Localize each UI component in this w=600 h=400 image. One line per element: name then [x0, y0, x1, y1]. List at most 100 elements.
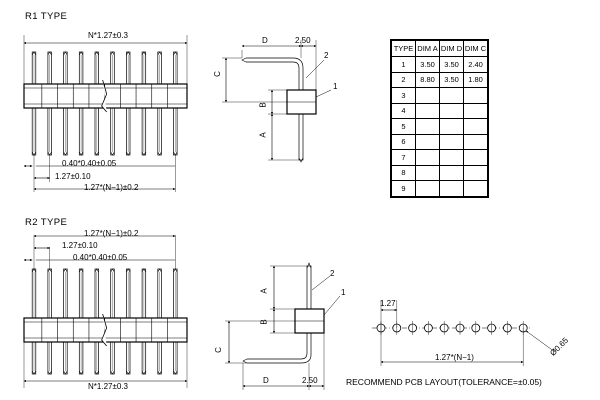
pin-tip	[110, 268, 115, 273]
r1-total-length-label: N*1.27±0.3	[88, 31, 128, 40]
pin-tip	[157, 51, 162, 56]
pin-tip	[47, 151, 52, 156]
r2-title: R2 TYPE	[25, 217, 68, 228]
table-row: 8	[391, 164, 488, 181]
table-cell	[439, 180, 464, 197]
table-cell	[463, 164, 488, 181]
table-cell	[463, 118, 488, 135]
table-cell: 2.40	[463, 56, 488, 73]
table-cell: 4	[391, 102, 416, 119]
table-cell	[415, 180, 440, 197]
table-cell	[415, 102, 440, 119]
table-cell: 8.80	[415, 71, 440, 88]
top-side-dim-250-label: 2.50	[295, 36, 311, 45]
pin-tip	[141, 268, 146, 273]
table-row: 9	[391, 180, 488, 197]
pin-tip	[31, 370, 37, 375]
top-side-dim-b-label: B	[258, 102, 268, 108]
pin-tip	[306, 262, 312, 269]
table-cell: 3	[391, 87, 416, 104]
table-cell: 9	[391, 180, 416, 197]
table-cell	[463, 133, 488, 150]
table-header-row: TYPE DIM A DIM D DIM C	[391, 40, 488, 57]
table-cell: 2	[391, 71, 416, 88]
pin-tip	[110, 151, 115, 156]
table-row: 3	[391, 87, 488, 104]
pin-tip	[63, 51, 68, 56]
pin-tip	[31, 51, 37, 56]
callout-leader-2	[305, 59, 325, 79]
pin-tip	[173, 151, 178, 156]
table-row: 5	[391, 118, 488, 135]
pin-tip	[141, 151, 146, 156]
pin-tip	[47, 370, 52, 375]
pin-tip	[63, 370, 68, 375]
r1-side-view	[222, 40, 332, 163]
top-side-dim-d-label: D	[262, 36, 268, 45]
r2-pitch-label: 1.27±0.10	[62, 241, 98, 250]
pcb-layout	[372, 300, 556, 366]
table-header: DIM A	[415, 40, 440, 57]
table-cell: 7	[391, 149, 416, 166]
table-cell	[439, 149, 464, 166]
pin-tip	[47, 51, 52, 56]
pin-tip	[157, 268, 162, 273]
pin-tip	[31, 268, 37, 273]
callout-leader-1	[315, 89, 332, 98]
table-cell: 3.50	[439, 71, 464, 88]
pin-tip	[79, 370, 84, 375]
r2-front-view	[23, 234, 188, 388]
pin-tip	[94, 51, 99, 56]
bottom-side-dim-b-label: B	[259, 319, 269, 325]
r1-pitch-label: 1.27±0.10	[55, 172, 91, 181]
pin-tip	[141, 370, 146, 375]
pcb-span-label: 1.27*(N−1)	[435, 353, 474, 362]
table-cell	[463, 87, 488, 104]
break-mark	[101, 79, 108, 113]
table-cell	[439, 133, 464, 150]
bottom-side-callout-2: 2	[330, 269, 335, 278]
pin-tip	[242, 358, 248, 364]
table-cell	[439, 87, 464, 104]
pcb-pitch-label: 1.27	[380, 299, 396, 308]
pin-tip	[47, 268, 52, 273]
r2-pin-size-label: 0.40*0.40±0.05	[73, 253, 128, 262]
pcb-caption: RECOMMEND PCB LAYOUT(TOLERANCE=±0.05)	[346, 377, 542, 387]
table-cell: 1	[391, 56, 416, 73]
table-cell: 1.80	[463, 71, 488, 88]
table-cell	[415, 164, 440, 181]
table-cell	[463, 102, 488, 119]
pin-tip	[94, 370, 99, 375]
table-row: 6	[391, 133, 488, 150]
table-row: 4	[391, 102, 488, 119]
r1-span-label: 1.27*(N−1)±0.2	[84, 183, 139, 192]
table-header: TYPE	[391, 40, 416, 57]
bottom-side-dim-250-label: 2.50	[302, 376, 318, 385]
pin-tip	[94, 151, 99, 156]
r2-span-label: 1.27*(N−1)±0.2	[84, 229, 139, 238]
callout-leader-1	[323, 295, 341, 316]
pin-tip	[31, 151, 37, 156]
top-side-callout-1: 1	[333, 82, 338, 91]
table-cell: 3.50	[415, 56, 440, 73]
top-side-callout-2: 2	[324, 51, 329, 60]
pin-tip	[110, 370, 115, 375]
pin-tip	[157, 151, 162, 156]
bottom-side-dim-d-label: D	[263, 376, 269, 385]
pin-tip	[241, 57, 247, 63]
table-cell	[415, 149, 440, 166]
pin-tip	[63, 151, 68, 156]
table-cell	[463, 180, 488, 197]
table-cell	[463, 149, 488, 166]
pin-tip	[126, 268, 131, 273]
pin-tip	[63, 268, 68, 273]
pin-tip	[79, 51, 84, 56]
table-cell: 6	[391, 133, 416, 150]
table-cell: 3.50	[439, 56, 464, 73]
pin-tip	[141, 51, 146, 56]
pin-tip	[79, 151, 84, 156]
pin-tip	[173, 268, 178, 273]
